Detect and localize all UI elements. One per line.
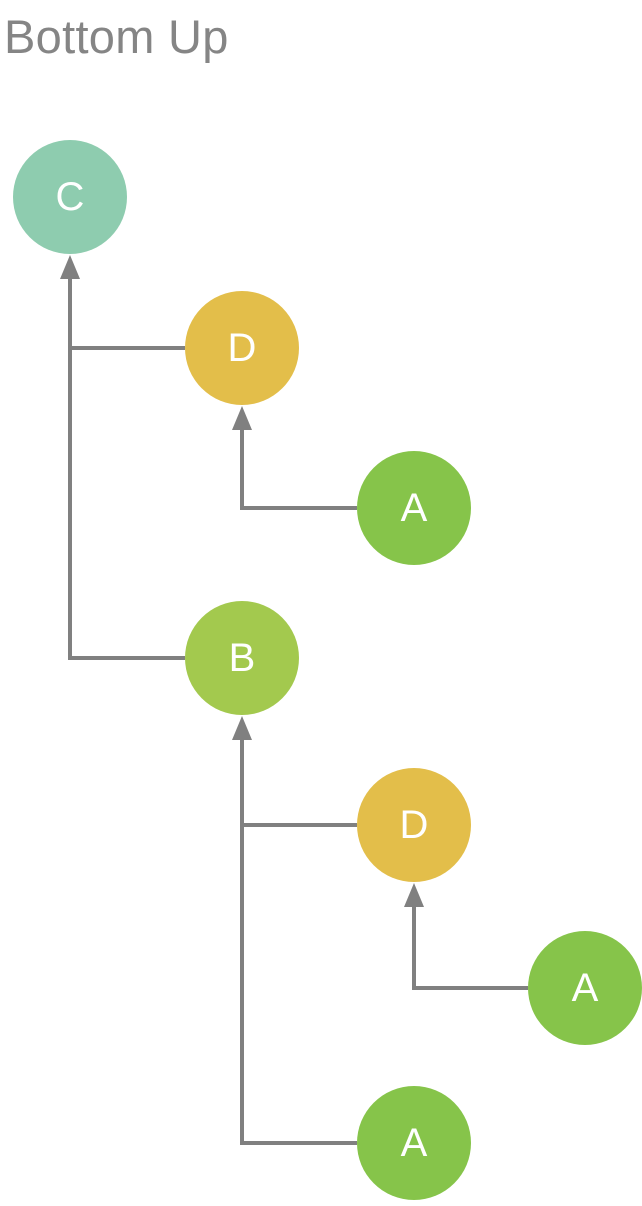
node-c-root[interactable]: C: [13, 140, 127, 254]
node-b-mid[interactable]: B: [185, 601, 299, 715]
node-a-lower-right[interactable]: A: [528, 931, 642, 1045]
node-label: A: [400, 486, 428, 530]
arrowhead-icon: [232, 406, 252, 430]
connector-line: [412, 890, 528, 990]
node-label: C: [55, 175, 85, 219]
node-a-bottom[interactable]: A: [357, 1086, 471, 1200]
connector-line: [240, 413, 357, 510]
connector-line: [240, 825, 357, 1145]
edge-a-bottom-to-b: [240, 825, 357, 1145]
arrowhead-icon: [404, 883, 424, 907]
arrowhead-icon: [232, 716, 252, 740]
node-d-lower[interactable]: D: [357, 768, 471, 882]
page-title: Bottom Up: [4, 10, 229, 63]
node-label: A: [400, 1121, 428, 1165]
node-a-upper[interactable]: A: [357, 451, 471, 565]
arrowhead-icon: [60, 255, 80, 279]
connector-line: [68, 348, 185, 660]
node-d-upper[interactable]: D: [185, 291, 299, 405]
node-label: D: [399, 803, 429, 847]
node-label: A: [571, 966, 599, 1010]
edge-a-upper-to-d: [232, 406, 357, 510]
node-label: D: [227, 326, 257, 370]
node-label: B: [228, 636, 256, 680]
edge-a-lower-right-to-d: [404, 883, 528, 990]
edge-b-to-c: [68, 348, 185, 660]
